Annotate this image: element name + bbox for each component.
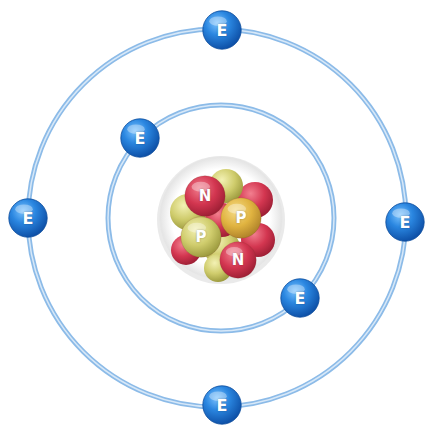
- electron-symbol: E: [23, 209, 34, 228]
- electron-symbol: E: [295, 289, 306, 308]
- label-wrap: E: [385, 202, 425, 242]
- electron-ball: E: [280, 278, 320, 318]
- electron-symbol: E: [400, 213, 411, 232]
- label-wrap: E: [202, 385, 242, 425]
- neutron-symbol: N: [199, 187, 212, 205]
- proton-ball: P: [220, 197, 262, 239]
- electron-ball: E: [8, 198, 48, 238]
- label-wrap: N: [184, 175, 226, 217]
- electron-ball: E: [120, 118, 160, 158]
- neutron-ball: N: [184, 175, 226, 217]
- label-wrap: P: [220, 197, 262, 239]
- label-wrap: E: [120, 118, 160, 158]
- label-wrap: E: [280, 278, 320, 318]
- label-wrap: E: [8, 198, 48, 238]
- electron-symbol: E: [135, 129, 146, 148]
- proton-symbol: P: [236, 209, 247, 227]
- electron-symbol: E: [217, 21, 228, 40]
- proton-ball: P: [180, 216, 222, 258]
- electron-ball: E: [202, 385, 242, 425]
- label-wrap: E: [202, 10, 242, 50]
- electron-symbol: E: [217, 396, 228, 415]
- neutron-symbol: N: [232, 251, 245, 269]
- neutron-ball: N: [219, 241, 257, 279]
- label-wrap: P: [180, 216, 222, 258]
- electron-ball: E: [385, 202, 425, 242]
- electron-ball: E: [202, 10, 242, 50]
- proton-symbol: P: [196, 228, 207, 246]
- label-wrap: N: [219, 241, 257, 279]
